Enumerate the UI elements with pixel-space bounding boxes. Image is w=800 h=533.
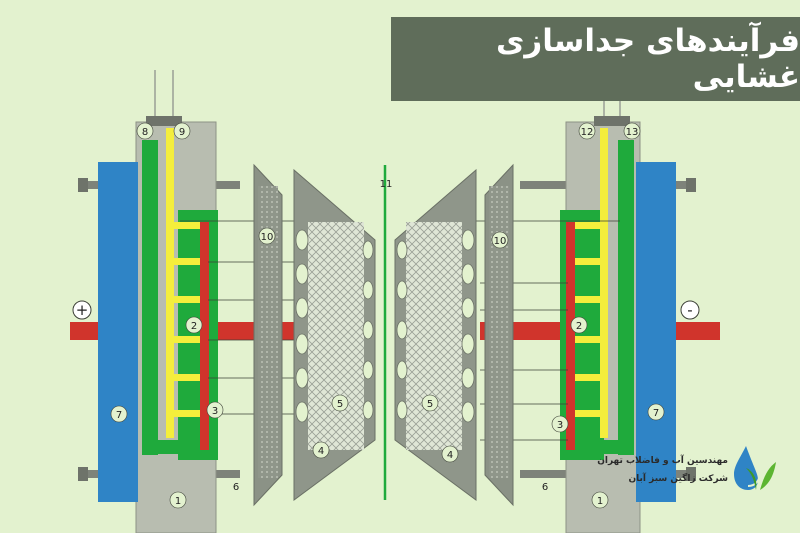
center-membrane: 11: [380, 165, 393, 500]
label-2-left: 2: [191, 321, 197, 332]
label-4-left: 4: [318, 446, 324, 457]
label-5-left: 5: [337, 399, 343, 410]
left-yellow-channel: [166, 128, 174, 438]
label-1-right: 1: [597, 496, 603, 507]
label-12: 12: [581, 127, 594, 138]
label-13: 13: [626, 127, 639, 138]
right-blue-plate: [636, 162, 676, 502]
brand-logo-icon: [734, 446, 776, 490]
label-11: 11: [380, 179, 393, 190]
left-polarity-sign: +: [76, 301, 89, 319]
label-6-left: 6: [233, 482, 239, 493]
label-1-left: 1: [175, 496, 181, 507]
left-blue-plate: [98, 162, 138, 502]
page-title: فرآیندهای جداسازی غشایی: [495, 23, 800, 95]
title-banner: فرآیندهای جداسازی غشایی: [391, 17, 800, 101]
label-5-right: 5: [427, 399, 433, 410]
label-4-right: 4: [447, 450, 453, 461]
brand-line-1: مهندسین آب و فاضلاب تهران: [597, 456, 728, 466]
label-3-right: 3: [557, 420, 563, 431]
label-10-right: 10: [494, 236, 507, 247]
right-electrode-unit: - 12 13 10 2 3 7 4 5 1 6: [394, 70, 720, 533]
label-2-right: 2: [576, 321, 582, 332]
left-green-channel: [142, 140, 158, 455]
left-electrode-unit: + 8 9 10 2 3 7 4 5 1 6: [70, 70, 376, 533]
label-3-left: 3: [212, 406, 218, 417]
right-yellow-channel: [600, 128, 608, 438]
right-green-channel: [618, 140, 634, 455]
label-8: 8: [142, 127, 148, 138]
left-red-electrode: [200, 222, 209, 450]
label-6-right: 6: [542, 482, 548, 493]
brand-block: مهندسین آب و فاضلاب تهران شرکت زاگین سبز…: [597, 446, 796, 502]
right-red-electrode: [566, 222, 575, 450]
label-7-right: 7: [653, 408, 659, 419]
label-10-left: 10: [261, 232, 274, 243]
label-7-left: 7: [116, 410, 122, 421]
label-9: 9: [179, 127, 185, 138]
brand-line-2: شرکت زاگین سبز آبان: [628, 474, 728, 484]
right-polarity-sign: -: [687, 301, 692, 319]
